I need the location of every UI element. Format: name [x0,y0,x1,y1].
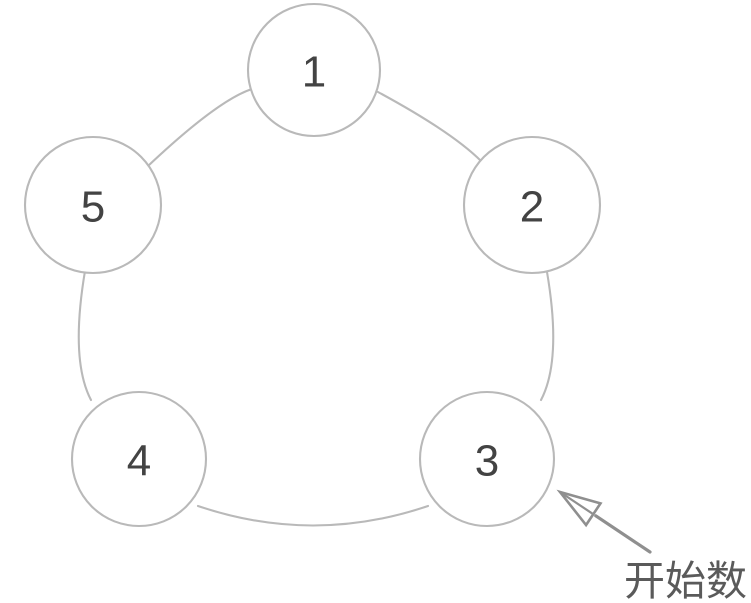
node-1[interactable]: 1 [246,2,382,138]
node-2-label: 2 [520,183,544,232]
annotation-label: 开始数 [624,557,747,603]
node-2[interactable]: 2 [462,135,602,275]
annotation-arrow-head-detail [558,490,595,516]
node-2-circle[interactable] [462,135,602,275]
node-group: 1 2 3 4 5 [23,2,602,528]
edge-1-to-2 [376,90,483,163]
node-1-label: 1 [302,48,326,97]
node-4[interactable]: 4 [70,390,208,528]
node-4-label: 4 [127,437,151,486]
node-3[interactable]: 3 [418,390,556,528]
node-5-label: 5 [81,183,105,232]
node-3-label: 3 [475,437,499,486]
start-annotation: 开始数 [556,489,747,603]
node-4-circle[interactable] [70,390,208,528]
edge-3-to-4 [196,504,430,527]
edge-group [77,87,555,527]
annotation-arrow-shaft [594,514,652,554]
edge-4-to-5 [77,269,93,402]
edge-5-to-1 [146,87,254,168]
node-3-circle[interactable] [418,390,556,528]
node-1-circle[interactable] [246,2,382,138]
node-5[interactable]: 5 [23,135,163,275]
node-5-circle[interactable] [23,135,163,275]
edge-2-to-3 [539,270,555,402]
